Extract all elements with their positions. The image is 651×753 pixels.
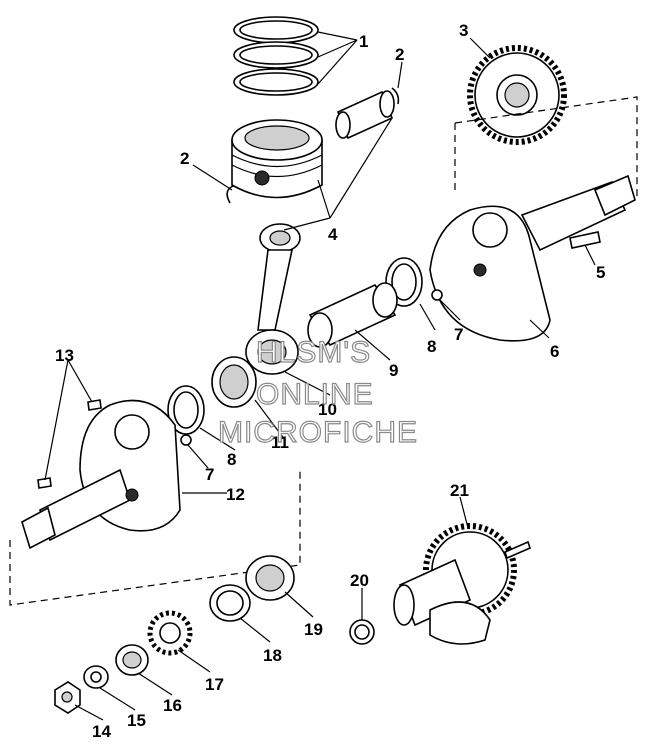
callout-8-lower: 8 [227, 450, 236, 469]
callout-10: 10 [318, 400, 337, 419]
callout-21: 21 [450, 481, 469, 500]
callout-16: 16 [163, 696, 182, 715]
watermark-line-1: HLSM'S [256, 336, 371, 369]
callout-20: 20 [350, 571, 369, 590]
callout-7-lower: 7 [205, 465, 214, 484]
callout-18: 18 [263, 646, 282, 665]
crank-pin [307, 282, 398, 348]
callout-4: 4 [328, 225, 338, 244]
connecting-rod [245, 223, 301, 375]
callout-17: 17 [205, 675, 224, 694]
circlip-upper [391, 87, 400, 105]
assembly-bracket-upper [454, 96, 638, 200]
callout-19: 19 [304, 620, 323, 639]
leader-lines [44, 31, 596, 721]
crankshaft-left-half [21, 399, 181, 550]
callout-5: 5 [596, 263, 605, 282]
watermark: HLSM'S ONLINE MICROFICHE [217, 335, 418, 449]
callout-15: 15 [127, 711, 146, 730]
callout-8-upper: 8 [427, 337, 436, 356]
watermark-line-3: MICROFICHE [218, 416, 418, 449]
wrist-pin [335, 90, 395, 140]
ball-lower [180, 434, 192, 446]
callout-12: 12 [226, 485, 245, 504]
key-lower [37, 477, 52, 489]
watermark-line-2: ONLINE [256, 378, 374, 411]
crank-gear-upper [467, 45, 567, 145]
key-upper [87, 399, 102, 411]
callout-9: 9 [389, 361, 398, 380]
callout-11: 11 [271, 433, 289, 452]
callout-6: 6 [550, 342, 559, 361]
piston [231, 119, 323, 199]
callout-1: 1 [359, 32, 368, 51]
needle-bearing [211, 356, 257, 408]
callout-7-upper: 7 [454, 325, 463, 344]
callout-2-left: 2 [180, 149, 189, 168]
callout-13: 13 [55, 346, 74, 365]
callout-14: 14 [92, 722, 111, 741]
callout-numbers: 1 2 2 3 4 5 6 7 7 8 8 9 10 11 12 13 14 1… [55, 21, 605, 741]
callout-2-upper: 2 [395, 45, 404, 64]
callout-3: 3 [459, 21, 468, 40]
crankshaft-right-half [429, 174, 636, 342]
balancer-shaft [393, 523, 531, 645]
ball-upper [431, 289, 443, 301]
piston-rings [233, 16, 319, 96]
